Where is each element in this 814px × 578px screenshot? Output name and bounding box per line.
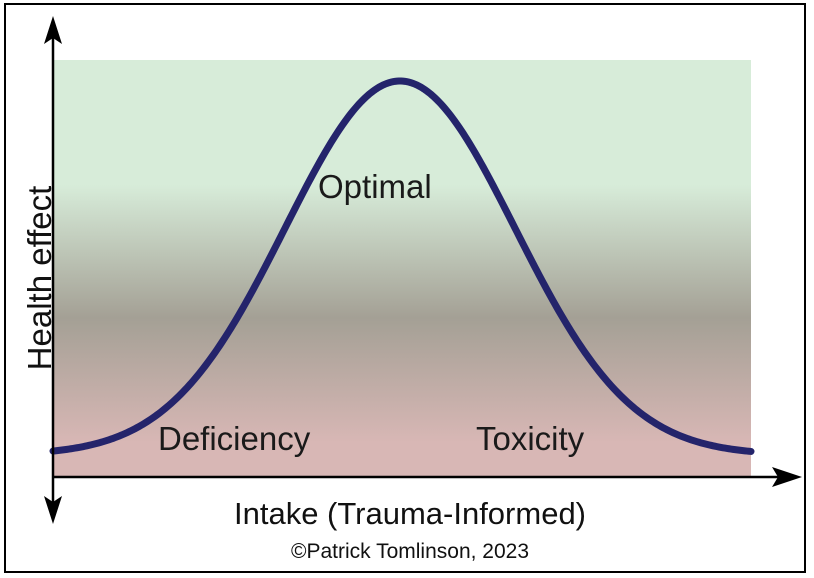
copyright-credit: ©Patrick Tomlinson, 2023 bbox=[290, 540, 530, 563]
y-axis-arrow-up-icon bbox=[44, 16, 62, 44]
annotation-deficiency: Deficiency bbox=[158, 420, 311, 457]
y-axis-label: Health effect bbox=[21, 185, 58, 371]
annotation-optimal: Optimal bbox=[318, 168, 432, 205]
health-effect-curve bbox=[49, 77, 755, 455]
x-axis-label: Intake (Trauma-Informed) bbox=[233, 496, 587, 531]
x-axis-arrow-right-icon bbox=[772, 467, 802, 487]
annotation-toxicity: Toxicity bbox=[476, 420, 585, 457]
y-axis-arrow-down-icon bbox=[44, 496, 62, 524]
